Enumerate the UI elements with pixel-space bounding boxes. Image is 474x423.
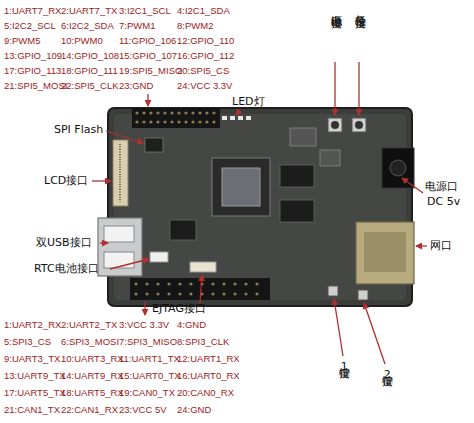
callout-label: 按键2 [380,366,393,382]
pin-label: 2:UART7_TX [61,6,117,17]
pin-label: 18:UART5_RX [61,388,124,399]
callout-label: 网口 [430,240,452,253]
pin-label: 5:I2C2_SCL [4,21,56,32]
pin-label: 23:VCC 5V [119,405,167,416]
memory-chip [280,165,314,187]
pin-label: 17:UART5_TX [4,388,66,399]
pin-label: 1:UART7_RX [4,6,61,17]
inductor [290,128,316,146]
rtc-connector [150,252,168,262]
ejtag-connector [190,262,216,272]
pin-label: 9:UART3_TX [4,354,60,365]
callout-label: 电源口 [425,181,458,194]
pin-label: 21:SPI5_MOSI [4,81,67,92]
reset-button [352,118,366,132]
pin-label: 13:GPIO_109 [4,51,62,62]
dc-jack [382,148,414,188]
pin-label: 23:GND [119,81,153,92]
pin-label: 14:GPIO_108 [61,51,119,62]
misc-chip [170,220,196,240]
pin-label: 24:VCC 3.3V [177,81,232,92]
pin-label: 20:SPI5_CS [177,66,229,77]
pin-label: 24:GND [177,405,211,416]
callout-label: DC 5v [427,196,460,209]
pin-label: 7:SPI3_MISO [119,337,177,348]
callout-label: LED灯 [232,96,265,109]
spi-flash-chip [145,138,163,152]
power-button [328,118,342,132]
pin-label: 2:UART2_TX [61,320,117,331]
leader-arrows [92,62,427,364]
soc-package [212,158,270,216]
pin-label: 13:UART9_TX [4,371,66,382]
pin-label: 15:UART0_TX [119,371,181,382]
pin-label: 11:GPIO_106 [119,36,176,47]
pin-label: 4:GND [177,320,206,331]
button-1 [328,286,338,296]
pin-label: 4:I2C1_SDA [177,6,230,17]
pin-label: 17:GPIO_113 [4,66,61,77]
pin-label: 19:CAN0_TX [119,388,175,399]
pin-label: 12:UART1_RX [177,354,240,365]
pin-label: 10:PWM0 [61,36,103,47]
pin-label: 7:PWM1 [119,21,155,32]
pin-label: 16:GPIO_112 [177,51,234,62]
pin-label: 11:UART1_TX [119,354,180,365]
pin-label: 14:UART9_RX [61,371,124,382]
pin-label: 15:GPIO_107 [119,51,177,62]
led-row [222,116,251,120]
header-pins [134,282,258,295]
pin-label: 9:PWM5 [4,36,40,47]
callout-label: SPI Flash [54,124,103,137]
callout-label: LCD接口 [44,175,88,188]
callout-label: 复位按键 [353,6,366,10]
button-2 [358,290,368,300]
callout-label: EJTAG接口 [152,303,206,316]
ethernet-jack [356,222,414,284]
callout-label: 按键1 [337,358,350,374]
pin-label: 22:CAN1_RX [61,405,118,416]
pin-label: 3:I2C1_SCL [119,6,171,17]
pin-label: 16:UART0_RX [177,371,240,382]
pin-label: 1:UART2_RX [4,320,61,331]
soc-die [222,168,260,206]
pin-label: 10:UART3_RX [61,354,124,365]
callout-label: 电源按键 [329,6,342,10]
callout-label: RTC电池接口 [34,263,99,276]
header-pins [135,111,215,123]
pin-label: 6:I2C2_SDA [61,21,114,32]
usb-ports [98,218,142,276]
pin-label: 8:SPI3_CLK [177,337,229,348]
top-header [132,108,220,128]
memory-chip [280,200,314,222]
inductor [320,150,340,166]
pin-label: 5:SPI3_CS [4,337,51,348]
callout-label: 双USB接口 [36,237,92,250]
pin-label: 20:CAN0_RX [177,388,234,399]
pin-label: 3:VCC 3.3V [119,320,169,331]
pin-label: 22:SPI5_CLK [61,81,119,92]
pin-label: 12:GPIO_110 [177,36,234,47]
pin-label: 6:SPI3_MOSI [61,337,119,348]
pin-label: 19:SPI5_MISO [119,66,182,77]
pin-label: 18:GPIO_111 [61,66,118,77]
lcd-connector [113,140,128,206]
pin-label: 8:PWM2 [177,21,213,32]
pin-label: 21:CAN1_TX [4,405,60,416]
